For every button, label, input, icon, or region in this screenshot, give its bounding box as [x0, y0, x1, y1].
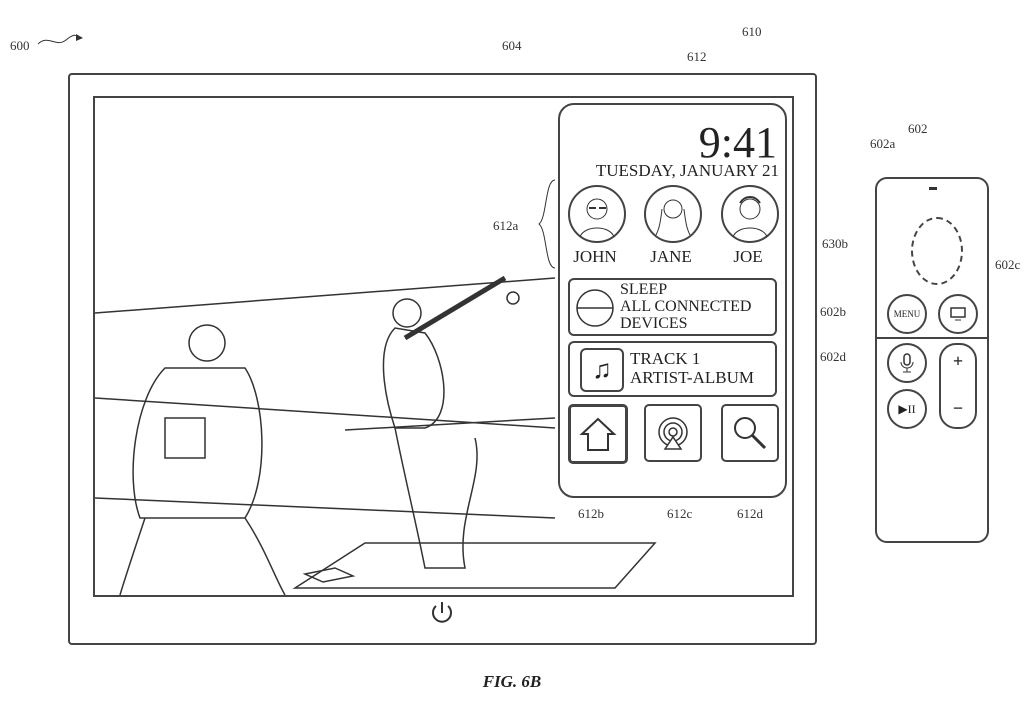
ref-612: 612	[687, 49, 707, 64]
user-avatar-joe[interactable]	[721, 185, 779, 243]
play-pause-icon: ▶II	[898, 401, 916, 416]
remote-control: MENU ▶II + −	[875, 177, 989, 543]
tv-icon	[950, 307, 966, 321]
touch-surface[interactable]	[911, 217, 963, 285]
play-pause-button[interactable]: ▶II	[887, 389, 927, 429]
sleep-all-devices-button[interactable]: SLEEP ALL CONNECTED DEVICES	[568, 278, 777, 336]
ref-630b: 630b	[822, 236, 848, 251]
remote-indicator-light	[929, 187, 937, 190]
search-icon	[734, 417, 767, 450]
ref-612a: 612a	[493, 218, 519, 233]
search-button[interactable]	[721, 404, 779, 462]
airplay-button[interactable]	[644, 404, 702, 462]
home-button[interactable]	[568, 404, 628, 464]
siri-mic-button[interactable]	[887, 343, 927, 383]
sleep-line-2: ALL CONNECTED	[620, 298, 752, 315]
ref-602: 602	[908, 121, 928, 136]
user-name-jane: JANE	[650, 247, 692, 266]
tv-button[interactable]	[938, 294, 978, 334]
ref-602d: 602d	[820, 349, 846, 364]
track-title: TRACK 1	[630, 349, 701, 368]
ref-602a: 602a	[870, 136, 896, 151]
ref-602b: 602b	[820, 304, 846, 319]
television-frame	[68, 73, 817, 645]
microphone-icon	[900, 353, 914, 373]
ref-604: 604	[502, 38, 522, 53]
ref-612c: 612c	[667, 506, 693, 521]
sleep-icon	[576, 289, 614, 327]
airplay-icon	[658, 417, 688, 450]
remote-divider	[877, 337, 987, 339]
television-screen	[93, 96, 794, 597]
ref-610: 610	[742, 24, 762, 39]
sleep-line-1: SLEEP	[620, 281, 668, 298]
volume-up[interactable]: +	[952, 351, 964, 371]
ref-602c: 602c	[995, 257, 1021, 272]
now-playing-button[interactable]: ♫ TRACK 1 ARTIST-ALBUM	[568, 341, 777, 397]
power-icon[interactable]	[430, 600, 454, 626]
ref-arrow	[37, 34, 83, 45]
volume-down[interactable]: −	[952, 398, 964, 418]
bracket-612a	[538, 179, 556, 269]
sleep-line-3: DEVICES	[620, 315, 688, 332]
volume-rocker[interactable]: + −	[939, 343, 977, 429]
clock-time: 9:41	[698, 118, 777, 167]
ref-612b: 612b	[578, 506, 604, 521]
user-name-john: JOHN	[573, 247, 617, 266]
ref-612d: 612d	[737, 506, 763, 521]
ref-600: 600	[10, 38, 30, 53]
music-note-icon: ♫	[580, 348, 624, 392]
clock-date: TUESDAY, JANUARY 21	[595, 161, 779, 180]
user-avatar-john[interactable]	[568, 185, 626, 243]
track-artist-album: ARTIST-ALBUM	[630, 368, 754, 387]
figure-caption: FIG. 6B	[482, 672, 542, 691]
user-name-joe: JOE	[733, 247, 763, 266]
menu-button[interactable]: MENU	[887, 294, 927, 334]
control-center-panel: 9:41 TUESDAY, JANUARY 21 JOHN JANE JOE S…	[558, 103, 787, 498]
home-icon	[579, 417, 617, 451]
user-avatar-jane[interactable]	[644, 185, 702, 243]
baseball-scene-illustration	[94, 275, 657, 596]
